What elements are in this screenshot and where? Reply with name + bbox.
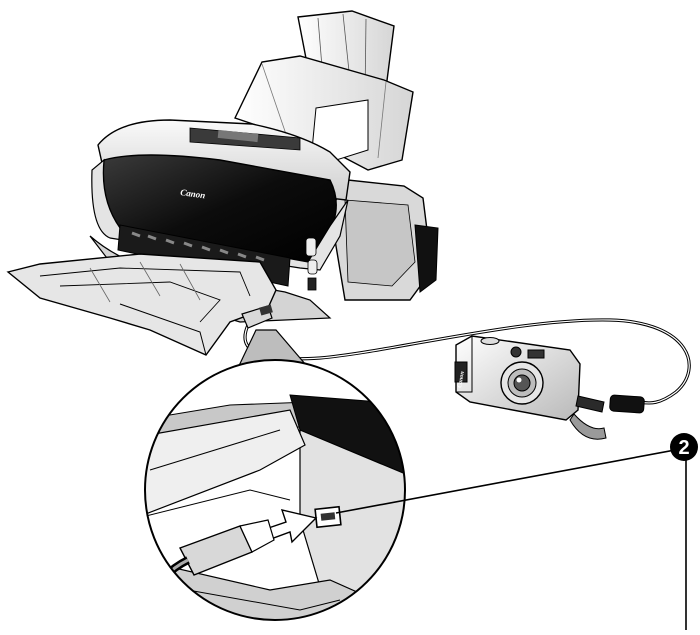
step-callout: 2 xyxy=(335,433,698,630)
printer: Canon xyxy=(6,10,439,356)
resume-button xyxy=(307,259,318,275)
power-button xyxy=(305,237,317,257)
camera-flash xyxy=(527,349,545,359)
step-badge xyxy=(670,433,698,461)
step-number: 2 xyxy=(678,437,689,459)
direct-print-port xyxy=(307,277,317,291)
ferrite-core xyxy=(609,394,645,414)
digital-camera: Canon xyxy=(454,335,645,440)
camera-strap xyxy=(569,413,607,440)
camera-usb-plug xyxy=(575,395,605,413)
camera-viewfinder xyxy=(510,346,522,358)
camera-brand-label: Canon xyxy=(457,370,466,388)
camera-shutter-button xyxy=(480,337,500,345)
usb-port-closeup xyxy=(144,359,406,621)
printer-brand-label: Canon xyxy=(180,187,206,200)
